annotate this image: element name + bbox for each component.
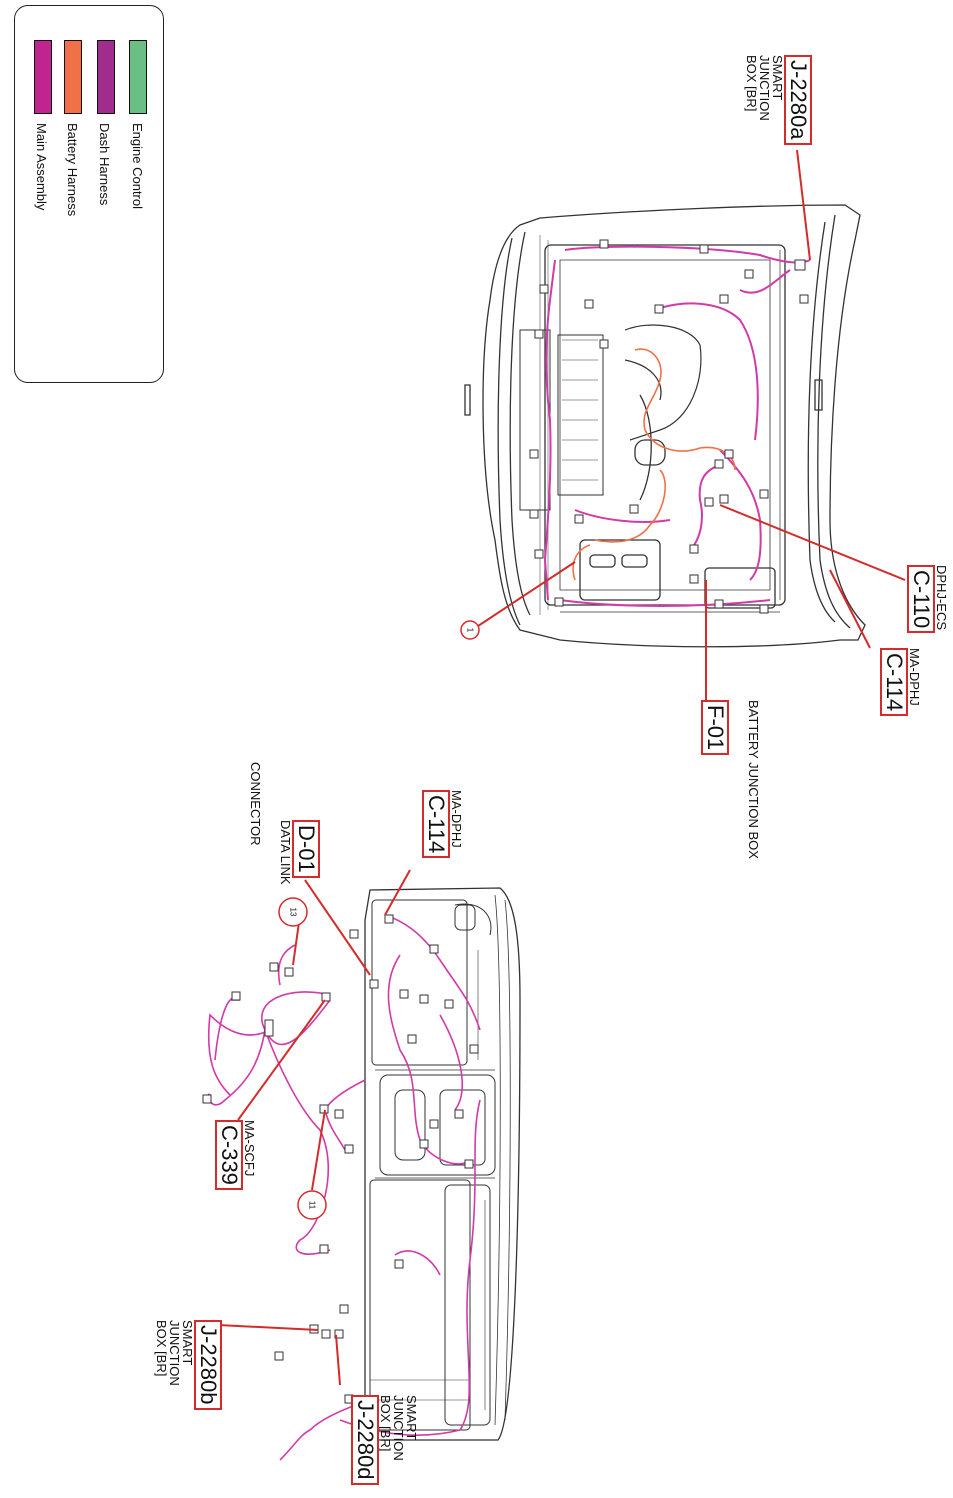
battery-harness-wires-top: [572, 348, 736, 581]
component-desc-line: BOX [BR]: [154, 1320, 169, 1377]
main-assembly-wires-bottom: [207, 914, 481, 1461]
component-id: D-01: [292, 820, 320, 878]
component-desc-line: DATA LINK: [278, 820, 293, 885]
legend-label-engine-control: Engine Control: [130, 123, 145, 209]
component-desc-line: DPHJ-ECS: [934, 565, 949, 631]
main-assembly-wires-top: [543, 245, 811, 607]
callout-11-text: 11: [308, 1201, 317, 1210]
component-desc-line: SMART: [404, 1395, 419, 1441]
callout-1-circle: [460, 620, 480, 640]
connectors-bottom: [202, 914, 479, 1404]
connectors-top: [529, 239, 809, 614]
legend-label-battery-harness: Battery Harness: [65, 123, 80, 217]
component-j2280a: J-2280a SMART JUNCTION BOX [BR]: [744, 55, 812, 145]
component-desc-line: MA-DPHJ: [907, 648, 922, 706]
legend-swatch-battery-harness: [64, 40, 82, 114]
component-j2280d: SMART JUNCTION BOX [BR] J-2280d: [351, 1395, 419, 1485]
component-j2280b: J-2280b SMART JUNCTION BOX [BR]: [154, 1320, 222, 1410]
callout-numbers: 1 13 11: [289, 628, 475, 1210]
component-desc-line: BOX [BR]: [378, 1395, 393, 1452]
component-desc-line: SMART: [770, 55, 785, 101]
component-id: J-2280a: [784, 55, 812, 145]
component-id: C-114: [422, 790, 450, 859]
component-desc-line: JUNCTION: [167, 1320, 182, 1386]
component-desc-line: BOX [BR]: [744, 55, 759, 112]
legend-swatch-main-assembly: [34, 40, 52, 114]
component-c114-bottom: MA-DPHJ C-114: [422, 790, 464, 859]
component-f01: BATTERY JUNCTION BOX F-01: [701, 700, 761, 859]
callout-13-circle: [278, 897, 308, 927]
component-desc-line: JUNCTION: [757, 55, 772, 121]
component-d01-connector-label: CONNECTOR: [248, 762, 263, 846]
component-desc-line: JUNCTION: [391, 1395, 406, 1461]
component-id: C-114: [880, 648, 908, 717]
component-id: C-110: [907, 565, 935, 634]
callout-1-text: 1: [466, 628, 475, 633]
component-desc-line: BATTERY JUNCTION BOX: [746, 700, 761, 859]
component-id: C-339: [215, 1120, 243, 1190]
component-c339: MA-SCFJ C-339: [215, 1120, 257, 1190]
component-desc-line: SMART: [180, 1320, 195, 1366]
dash-panel-outline: [364, 887, 521, 1441]
component-id: J-2280b: [194, 1320, 222, 1410]
callout-11-circle: [297, 1190, 327, 1220]
component-c110: DPHJ-ECS C-110: [907, 565, 949, 634]
legend-label-main-assembly: Main Assembly: [34, 123, 49, 211]
callout-13-text: 13: [289, 908, 298, 917]
legend-label-dash-harness: Dash Harness: [97, 123, 112, 206]
callout-leaders: [217, 149, 906, 1386]
component-d01: D-01 DATA LINK: [278, 820, 320, 885]
legend: [14, 5, 164, 383]
callout-circles: [278, 620, 480, 1220]
component-c114-top: MA-DPHJ C-114: [880, 648, 922, 717]
legend-swatch-dash-harness: [97, 40, 115, 114]
engine-bay-outline: [464, 204, 866, 648]
legend-swatch-engine-control: [129, 40, 147, 114]
component-id: J-2280d: [351, 1395, 379, 1485]
component-id: F-01: [701, 700, 729, 756]
component-desc-line: MA-SCFJ: [242, 1120, 257, 1177]
component-desc-line: MA-DPHJ: [449, 790, 464, 848]
